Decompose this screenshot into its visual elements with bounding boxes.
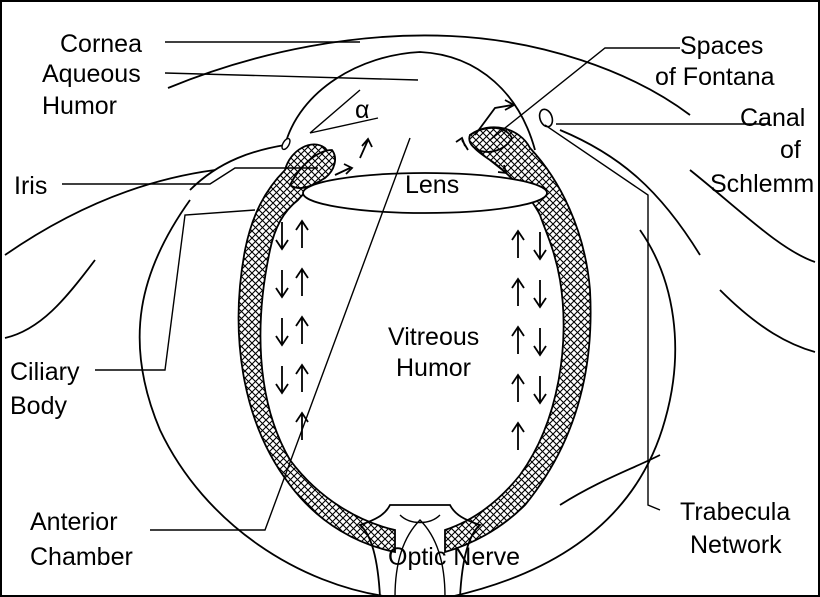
label-anterior-1: Anterior [30,508,118,536]
label-iris: Iris [14,172,47,200]
label-aqueous-2: Humor [42,92,117,120]
leader-aqueous [165,73,418,80]
leader-ciliary [95,210,255,370]
canal-of-schlemm-left [280,137,291,150]
label-cornea: Cornea [60,30,142,58]
label-ciliary-2: Body [10,392,67,420]
label-lens: Lens [405,171,459,199]
label-canal-1: Canal [740,104,805,132]
flow-arrow-5 [335,164,352,175]
label-trabecula-1: Trabecula [680,498,790,526]
label-spaces-1: Spaces [680,32,763,60]
alpha-symbol: α [355,96,369,124]
lid-lower-right [560,455,660,505]
flow-arrow-4 [360,139,372,158]
flow-arrow-2 [456,138,468,150]
label-vitreous-1: Vitreous [388,323,479,351]
label-aqueous-1: Aqueous [42,60,141,88]
label-vitreous-2: Humor [396,354,471,382]
label-canal-3: Schlemm [710,170,814,198]
label-spaces-2: of Fontana [655,63,775,91]
label-ciliary-1: Ciliary [10,358,80,386]
optic-nerve-cup [400,515,440,523]
vitreous-arrows-left [276,221,308,440]
label-trabecula-2: Network [690,531,782,559]
label-optic-nerve: Optic Nerve [388,543,520,571]
vitreous-arrows-right [512,231,546,450]
label-anterior-2: Chamber [30,543,133,571]
label-canal-2: of [780,136,801,164]
upper-lid-left-2 [5,260,95,338]
lid-right-lower [720,290,815,352]
